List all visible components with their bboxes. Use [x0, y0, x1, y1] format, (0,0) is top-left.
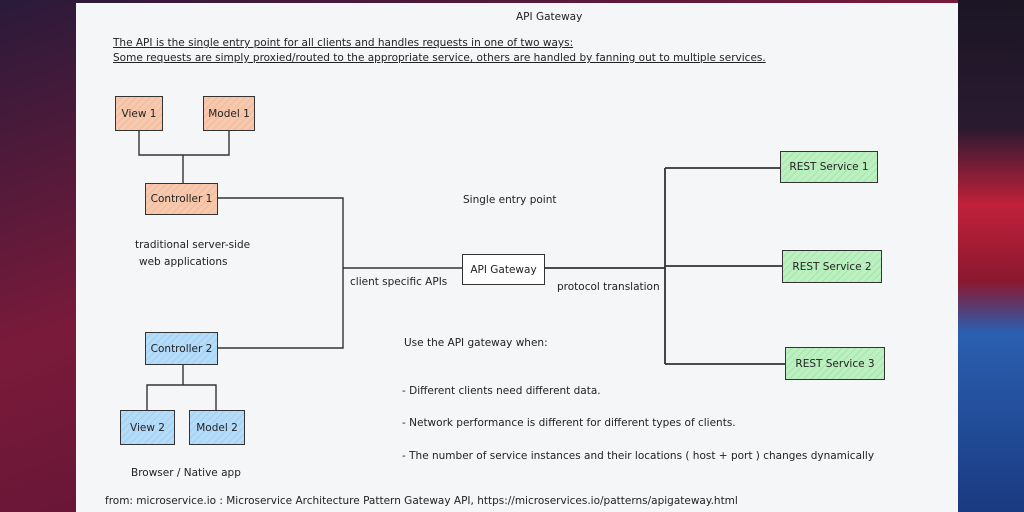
intro-line-2: Some requests are simply proxied/routed … [113, 52, 766, 64]
controller-1-box[interactable]: Controller 1 [145, 183, 218, 215]
line-gateway-services [545, 167, 785, 365]
line-controllers [218, 197, 344, 349]
line-view-model [138, 131, 230, 183]
bullet-2: - Network performance is different for d… [402, 417, 736, 429]
rest-service-2-box[interactable]: REST Service 2 [782, 250, 882, 283]
rest-service-3-box[interactable]: REST Service 3 [785, 347, 885, 380]
view-2-box[interactable]: View 2 [120, 410, 175, 445]
use-when-heading: Use the API gateway when: [404, 337, 548, 349]
footer-source: from: microservice.io : Microservice Arc… [105, 495, 738, 507]
bullet-3: - The number of service instances and th… [402, 450, 875, 462]
intro-line-1: The API is the single entry point for al… [113, 37, 574, 49]
line-controller2-views [146, 365, 217, 410]
rest-service-1-box[interactable]: REST Service 1 [780, 151, 878, 183]
browser-label: Browser / Native app [131, 467, 241, 479]
model-1-box[interactable]: Model 1 [203, 96, 255, 131]
client-apis-label: client specific APIs [350, 276, 448, 288]
model-2-box[interactable]: Model 2 [189, 410, 245, 445]
protocol-label: protocol translation [557, 281, 660, 293]
single-entry-label: Single entry point [463, 194, 557, 206]
bullet-1: - Different clients need different data. [402, 385, 601, 397]
traditional-label-1: traditional server-side [135, 239, 251, 251]
diagram-title: API Gateway [516, 11, 583, 23]
traditional-label-2: web applications [139, 256, 228, 268]
controller-2-box[interactable]: Controller 2 [145, 332, 218, 365]
desktop-wallpaper [958, 0, 1024, 512]
api-gateway-box[interactable]: API Gateway [462, 254, 545, 285]
view-1-box[interactable]: View 1 [115, 96, 163, 131]
